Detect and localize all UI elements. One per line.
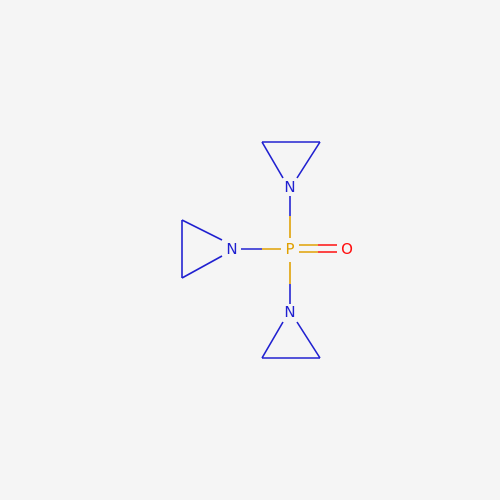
ring-bottom-bond-n-c1 xyxy=(261,321,284,359)
atom-n-left: N xyxy=(226,240,237,258)
atom-n-top: N xyxy=(284,178,295,196)
ring-left-bond-n-c1 xyxy=(181,219,223,241)
atom-o: O xyxy=(341,240,353,258)
ring-top-bond-n-c1 xyxy=(261,141,284,179)
atom-n-bottom: N xyxy=(284,303,295,321)
aziridine-ring-top xyxy=(261,141,321,179)
aziridine-ring-left xyxy=(181,219,223,279)
ring-top-bond-c2-n xyxy=(296,141,321,179)
aziridine-ring-bottom xyxy=(261,321,321,359)
ring-bottom-bond-c2-n xyxy=(296,321,321,359)
atom-p: P xyxy=(285,240,294,258)
ring-left-bond-c2-n xyxy=(181,255,223,279)
bond-p-o-double xyxy=(299,244,337,253)
